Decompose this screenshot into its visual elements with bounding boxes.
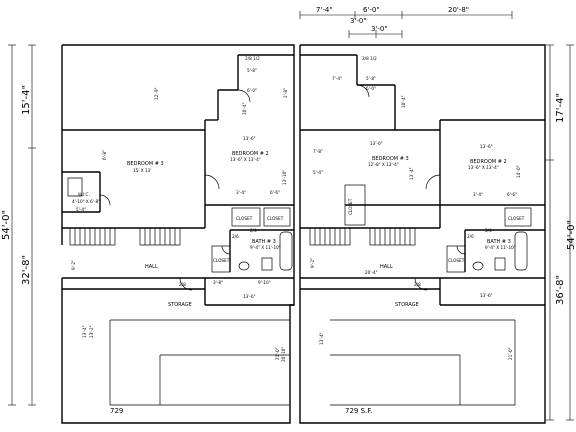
top-dim-3: 20'-8" [448,6,469,14]
left-dim-3-8: 3'-8" [213,280,223,285]
right-dim-20-4: 20'-4" [365,270,378,275]
left-bed2-label: BEDROOM # 2 [232,151,269,157]
top-dim-4: 3'-0" [350,17,367,25]
left-upper-dim: 15'-4" [21,85,32,115]
left-total-dim: 54'-0" [1,210,12,240]
left-closet-1: CLOSET [236,216,253,221]
right-dim-21-0: 21'-0" [508,347,513,360]
right-dim-2-8-12: 2/8 1/2 [362,56,377,61]
left-lower-dim: 32'-8" [21,255,32,285]
left-dim-13-6b: 13'-6" [243,294,256,299]
left-bath-size: 9'-4" X 11'-10" [250,245,281,250]
left-unit-plan [61,44,295,424]
left-dim-5-8: 5'-8" [247,68,257,73]
left-unit-outline [61,44,295,424]
right-door-2-8: 2/8 [414,282,421,287]
right-closet-3: CLOSET [448,258,465,263]
left-dim-3-4: 3'-4" [236,190,246,195]
right-upper-dim: 17'-4" [555,93,566,123]
left-dim-6-8: 6'-8" [102,150,107,160]
right-bath-label: BATH # 3 [487,239,511,245]
right-dim-5-4: 5'-4" [313,170,323,175]
right-bed3-label: BEDROOM # 3 [372,156,409,162]
left-door-2-8: 2/8 [179,282,186,287]
right-lower-dim: 36'-8" [555,275,566,305]
left-hall-label: HALL [145,264,158,270]
left-dim-10-4: 10'-4" [242,102,247,115]
right-total-dim: 54'-0" [566,220,576,250]
right-dim-13-4: 13'-4" [409,167,414,180]
right-dim-9-2: 9'-2" [310,258,315,268]
left-side-dimensions: 54'-0" 15'-4" 32'-8" [1,44,36,406]
left-dim-5-4: 5'-4" [76,207,86,212]
right-dim-7-8: 7'-8" [313,149,323,154]
right-closet-1: CLOSET [348,198,353,215]
left-storage-label: STORAGE [168,302,192,308]
left-dim-20-10: 20'-10" [281,347,286,362]
top-dimension-strings: 7'-4" 6'-0" 20'-8" 3'-0" 3'-0" [299,6,513,38]
right-dim-13-6: 13'-6" [480,144,493,149]
right-dim-7-4: 7'-4" [332,76,342,81]
left-dim-21-0: 21'-0" [275,347,280,360]
left-dim-9-10: 9'-10" [258,280,271,285]
right-bath-size: 9'-4" X 11'-10" [485,245,516,250]
right-storage-label: STORAGE [395,302,419,308]
left-dim-13-4: 13'-4" [82,325,87,338]
left-bed3-label: BEDROOM # 3 [127,161,164,167]
right-side-dimensions: 54'-0" 17'-4" 36'-8" [546,44,576,421]
left-door-2-6: 2/6 [232,234,239,239]
top-dim-5: 3'-0" [371,25,388,33]
right-hall-label: HALL [380,264,393,270]
right-dim-14-0: 14'-0" [516,165,521,178]
right-dim-5-8: 5'-8" [366,76,376,81]
top-dim-1: 7'-4" [316,6,333,14]
left-bath-label: BATH # 3 [252,239,276,245]
right-area-label: 729 S.F. [345,407,372,415]
right-dim-13-6b: 13'-6" [480,293,493,298]
left-unit-labels: BEDROOM # 3 15' X 13' BEDROOM # 2 13'-6"… [71,56,288,415]
right-bed3-size: 12'-8" X 13'-4" [368,162,399,167]
right-unit-labels: BEDROOM # 3 12'-8" X 13'-4" BEDROOM # 2 … [310,56,525,415]
right-dim-6-6: 6'-6" [507,192,517,197]
right-unit-outline [299,44,546,424]
left-dim-13-10: 13'-10" [282,170,287,185]
left-dim-12-9: 12'-9" [154,87,159,100]
right-dim-6-0: 6'-0" [366,86,376,91]
left-dim-2-8-12: 2/8 1/2 [245,56,260,61]
right-dim-13-4b: 13'-4" [319,332,324,345]
right-bed2-label: BEDROOM # 2 [470,159,507,165]
left-wic-size: 4'-10" X 6'-8" [72,199,100,204]
left-closet-2: CLOSET [267,216,284,221]
right-unit-plan [299,44,546,424]
left-bed3-size: 15' X 13' [133,168,152,173]
right-dim-10-4: 10'-4" [401,95,406,108]
left-dim-9-2: 9'-2" [71,260,76,270]
right-bed2-size: 13'-6" X 13'-4" [468,165,499,170]
left-dim-6-0: 6'-0" [247,88,257,93]
right-dim-13-0: 13'-0" [370,141,383,146]
right-closet-2: CLOSET [508,216,525,221]
top-dim-2: 6'-0" [363,6,380,14]
left-dim-2-8: 2'-8" [283,88,288,98]
right-door-2-6: 2/6 [467,234,474,239]
left-bed2-size: 13'-6" X 13'-4" [230,157,261,162]
left-dim-6-6: 6'-6" [270,190,280,195]
left-door-2-4: 2/4 [250,228,257,233]
left-dim-13-2: 13'-2" [89,325,94,338]
right-dim-3-4: 3'-4" [473,192,483,197]
left-closet-3: CLOSET [213,258,230,263]
left-area-label: 729 [110,407,123,415]
left-wic-label: W.I.C. [78,192,90,197]
right-door-2-4: 2/4 [485,228,492,233]
left-dim-13-6: 13'-6" [243,136,256,141]
